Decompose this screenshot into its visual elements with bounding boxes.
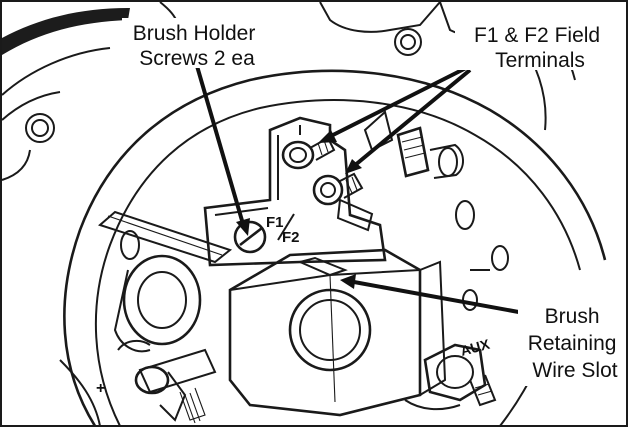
left-terminal-boss: [113, 254, 202, 353]
f1-f2-divider: [277, 213, 295, 241]
f1-marking: F1: [266, 214, 284, 231]
aux-marking: AUX: [459, 336, 492, 359]
right-terminals: [363, 110, 464, 179]
callout-arrows: [195, 65, 536, 317]
f2-terminal: [312, 172, 374, 232]
label-slot-line2: Retaining: [528, 332, 617, 355]
housing-ports: [120, 200, 509, 311]
label-brush-holder-screws: Brush Holder Screws 2 ea: [133, 22, 261, 70]
label-bg-slot: [518, 300, 624, 386]
f2-marking: F2: [282, 229, 300, 246]
f1-terminal: [281, 136, 336, 170]
label-terminals-line2: Terminals: [495, 49, 585, 72]
plus-marking: +: [96, 380, 105, 397]
label-screws-line2: Screws 2 ea: [139, 47, 255, 70]
housing-lower-edge: [59, 359, 101, 427]
label-field-terminals: F1 & F2 Field Terminals: [474, 24, 606, 72]
label-screws-line1: Brush Holder: [133, 22, 256, 45]
cable: [2, 8, 130, 55]
aux-terminal: [404, 343, 497, 411]
label-retaining-wire-slot: Brush Retaining Wire Slot: [528, 305, 623, 382]
brush-housing-block: [228, 248, 447, 417]
label-slot-line1: Brush: [545, 305, 600, 328]
brush-holder-screw: [233, 220, 267, 254]
label-bg-terminals: [455, 18, 625, 70]
label-slot-line3: Wire Slot: [532, 359, 617, 382]
left-bracket: [98, 210, 233, 264]
plus-terminal: [117, 339, 217, 424]
label-terminals-line1: F1 & F2 Field: [474, 24, 600, 47]
label-bg-screws: [122, 18, 272, 68]
